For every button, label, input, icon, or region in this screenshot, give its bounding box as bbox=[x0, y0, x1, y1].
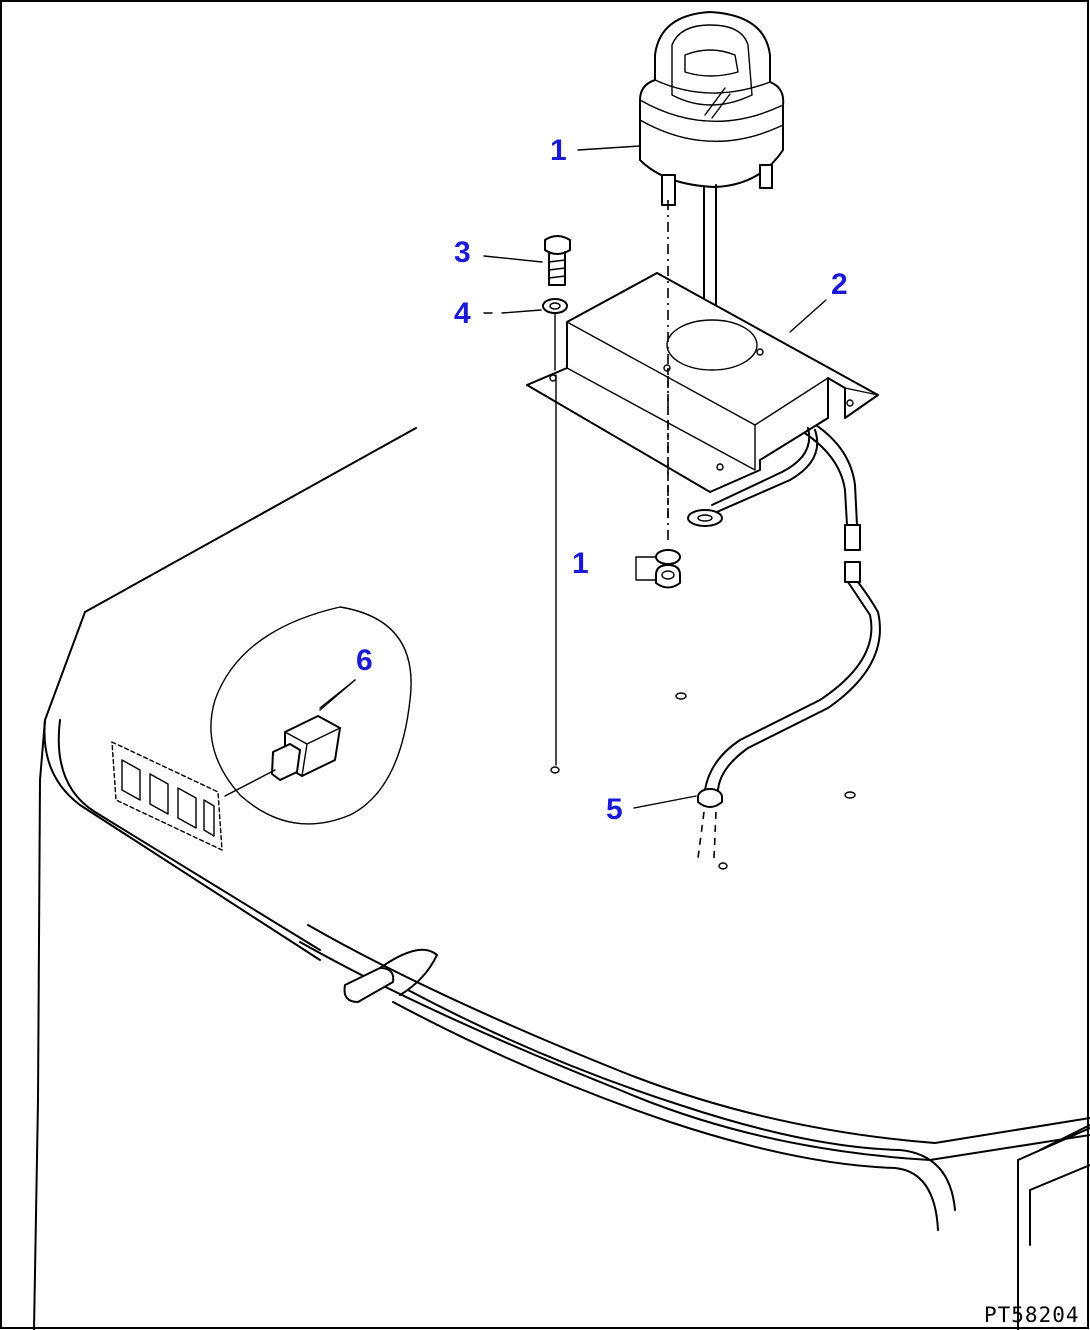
callout-1-lower[interactable]: 1 bbox=[572, 547, 589, 580]
switch-detail bbox=[210, 606, 412, 825]
ground-wire bbox=[687, 427, 819, 527]
callout-6[interactable]: 6 bbox=[356, 644, 373, 677]
figure-code: PT58204 bbox=[984, 1303, 1080, 1327]
callout-2[interactable]: 2 bbox=[831, 268, 848, 301]
callout-4[interactable]: 4 bbox=[454, 297, 471, 330]
grommet bbox=[697, 788, 723, 859]
callouts: 1 2 3 4 5 6 1 bbox=[356, 134, 848, 826]
callout-5[interactable]: 5 bbox=[606, 793, 623, 826]
nut-washer bbox=[635, 549, 681, 589]
washer bbox=[542, 298, 568, 371]
mounting-bracket bbox=[526, 272, 879, 493]
connector bbox=[704, 524, 881, 791]
leader-lines bbox=[319, 145, 827, 809]
bolt bbox=[544, 235, 571, 286]
roof-holes bbox=[550, 692, 856, 870]
callout-1[interactable]: 1 bbox=[550, 134, 567, 167]
cab-roof-outline bbox=[33, 427, 1090, 1330]
grab-handle bbox=[343, 948, 438, 1003]
callout-3[interactable]: 3 bbox=[454, 236, 471, 269]
nameplate bbox=[111, 741, 223, 851]
center-lines bbox=[555, 200, 669, 766]
